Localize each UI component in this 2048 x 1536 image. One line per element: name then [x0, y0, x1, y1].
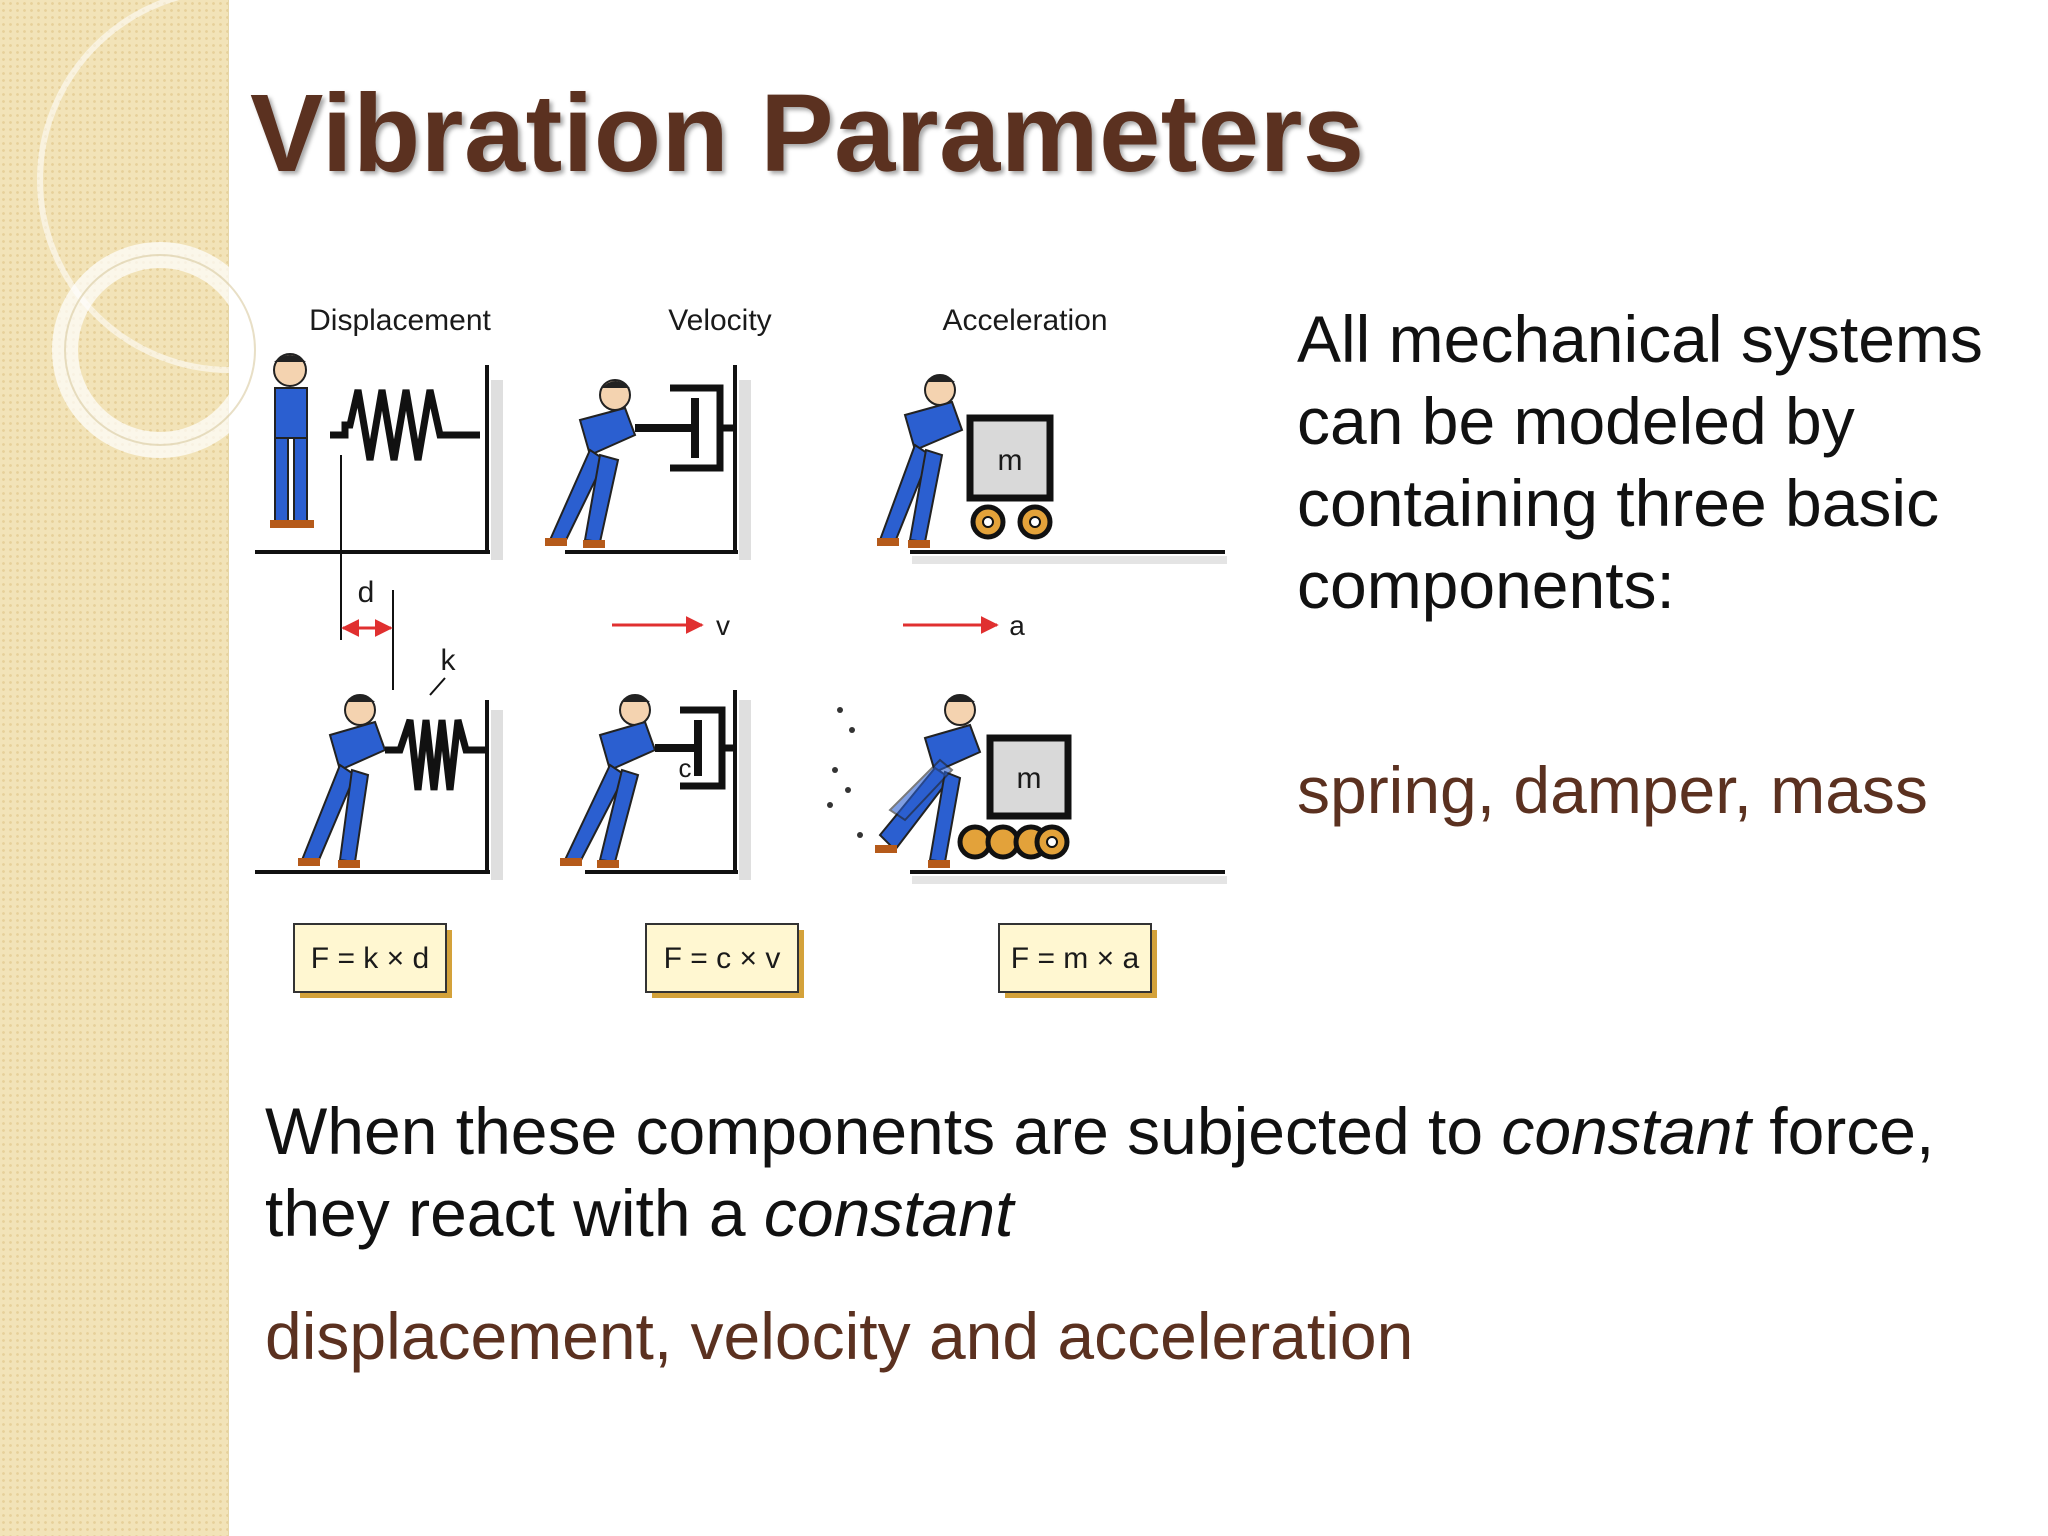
intro-paragraph: All mechanical systems can be modeled by… [1297, 302, 1983, 622]
formula-spring: F = k × d [293, 923, 452, 998]
slide-sidebar [0, 0, 229, 1536]
damper-icon: c [655, 706, 735, 790]
worker-figure [545, 379, 637, 548]
worker-figure [270, 353, 314, 528]
symbol-c: c [679, 753, 692, 783]
worker-figure [298, 694, 387, 868]
page-title: Vibration Parameters [250, 72, 1365, 195]
formula-mass: F = m × a [998, 923, 1157, 998]
wall [565, 365, 751, 560]
wall [585, 690, 751, 880]
response-text-1: When these components are subjected to [265, 1094, 1502, 1168]
spring-icon [330, 389, 480, 461]
response-paragraph: When these components are subjected to c… [265, 1090, 1965, 1254]
symbol-m: m [1017, 762, 1042, 795]
symbol-k: k [441, 644, 457, 677]
symbol-d: d [358, 576, 375, 609]
damper-icon [635, 384, 735, 472]
worker-figure [877, 374, 964, 548]
formula-damper-text: F = c × v [664, 942, 781, 975]
symbol-v: v [716, 610, 730, 641]
wall [255, 700, 503, 880]
formula-damper: F = c × v [645, 923, 804, 998]
formula-spring-text: F = k × d [311, 942, 429, 975]
worker-figure [875, 694, 982, 868]
worker-figure [560, 694, 657, 868]
wall [255, 365, 503, 560]
response-highlight: displacement, velocity and acceleration [265, 1299, 1414, 1373]
response-emphasis-2: constant [763, 1176, 1014, 1250]
spring-icon [385, 718, 487, 791]
vibration-figure: Displacement Velocity Acceleration [240, 290, 1260, 1050]
motion-dots [827, 707, 863, 838]
mass-cart-icon: m [966, 414, 1054, 540]
symbol-a: a [1009, 610, 1025, 641]
label-acceleration: Acceleration [942, 304, 1107, 337]
vibration-diagram: Displacement Velocity Acceleration [255, 304, 1227, 998]
label-velocity: Velocity [668, 304, 771, 337]
response-text-2: force, they react with a [265, 1094, 1935, 1250]
formula-mass-text: F = m × a [1011, 942, 1140, 975]
response-emphasis-1: constant [1501, 1094, 1751, 1168]
mass-cart-icon: m [957, 734, 1072, 860]
symbol-m: m [998, 444, 1023, 477]
components-highlight: spring, damper, mass [1297, 753, 1928, 827]
label-displacement: Displacement [309, 304, 491, 337]
